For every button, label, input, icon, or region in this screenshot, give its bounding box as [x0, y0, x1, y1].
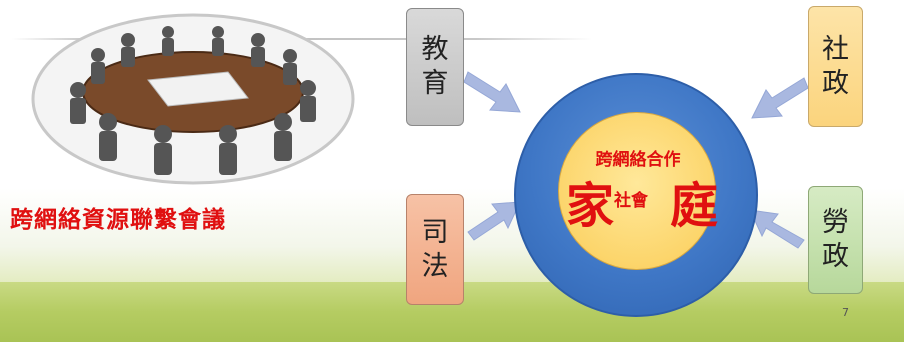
education-char-1: 教 [421, 34, 449, 66]
education-box: 教 育 [406, 8, 464, 126]
judicial-box: 司 法 [406, 194, 464, 305]
labor-admin-char-2: 政 [822, 241, 849, 272]
judicial-char-2: 法 [421, 250, 449, 282]
judicial-char-1: 司 [421, 216, 449, 248]
page-title: 跨網絡資源聯繫會議 [10, 207, 226, 233]
family-char-left: 家 [566, 178, 615, 234]
inner-circle [558, 112, 716, 270]
labor-admin-box: 勞 政 [808, 186, 863, 294]
table-paper [147, 71, 249, 107]
education-char-2: 育 [421, 68, 449, 99]
social-admin-char-2: 政 [822, 67, 849, 99]
arrow-labor-admin [749, 209, 805, 249]
arrow-social-admin [751, 77, 809, 119]
family-char-right: 庭 [670, 178, 719, 234]
meeting-table-image [31, 13, 355, 185]
arrow-judicial [467, 201, 521, 241]
labor-admin-char-1: 勞 [822, 207, 849, 239]
seated-figures [70, 26, 316, 175]
social-admin-char-1: 社 [822, 33, 849, 65]
social-admin-box: 社 政 [808, 6, 863, 127]
arrow-education [463, 71, 521, 113]
cooperation-title: 跨網絡合作 [595, 150, 681, 170]
society-label: 社會 [614, 191, 648, 211]
page-number: 7 [842, 306, 849, 319]
